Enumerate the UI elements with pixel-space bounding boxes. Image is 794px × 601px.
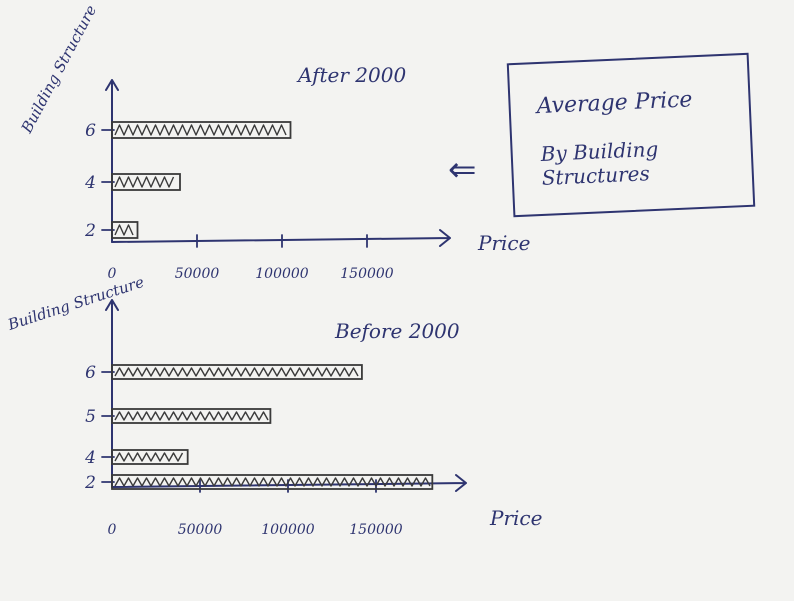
chart1-y-tick-label-4: 4 (84, 173, 96, 193)
chart2-bar-4 (111, 449, 189, 465)
chart2-bar-6 (111, 364, 363, 380)
legend-line-1: Average Price (536, 87, 693, 120)
chart2-x-tick-label-1: 50000 (178, 522, 223, 538)
chart1-bar-hatch-4 (114, 176, 175, 188)
chart2-x-axis-label: Price (489, 506, 542, 530)
chart2-title: Before 2000 (334, 319, 460, 343)
chart1-bar-6 (111, 121, 292, 139)
chart1-title: After 2000 (296, 63, 406, 87)
chart2-bar-hatch-5 (114, 411, 269, 421)
chart2-y-axis-label: Building Structure (5, 273, 147, 334)
chart2-x-tick-label-2: 100000 (261, 522, 315, 538)
chart1-bar-4 (111, 173, 181, 191)
chart2-x-tick-label-3: 150000 (349, 522, 403, 538)
chart1-bar-hatch-2 (114, 224, 134, 236)
chart1-bar-hatch-6 (114, 124, 287, 136)
chart1-bar-2 (111, 221, 139, 239)
chart2-y-tick-label-5: 5 (85, 407, 96, 427)
chart1-x-axis (111, 229, 451, 247)
chart1-y-tick-label-2: 2 (84, 221, 96, 241)
chart1-x-tick-label-1: 50000 (175, 266, 220, 282)
chart2-bar-2 (111, 474, 434, 490)
chart1-x-tick-label-2: 100000 (255, 266, 309, 282)
chart2-y-tick-label-2: 2 (84, 473, 96, 493)
legend-line-2: By Building Structures (540, 136, 659, 190)
chart2-bar-hatch-4 (114, 452, 184, 462)
chart2-x-tick-label-0: 0 (108, 522, 117, 538)
chart1-y-axis-label: Building Structure (17, 2, 100, 137)
chart1-y-tick-label-6: 6 (85, 121, 96, 141)
chart1-y-axis (105, 79, 119, 243)
chart2-bar-5 (111, 408, 272, 424)
chart1-x-tick-label-0: 0 (108, 266, 117, 282)
chart1-x-axis-label: Price (477, 231, 530, 255)
chart2-bar-hatch-6 (114, 367, 359, 377)
chart2-x-axis (111, 474, 467, 492)
chart1-x-tick-label-3: 150000 (340, 266, 394, 282)
left-arrow-icon: ⇐ (448, 150, 477, 190)
chart2-bar-hatch-2 (114, 477, 431, 487)
legend-box: Average Price By Building Structures (506, 52, 756, 218)
chart2-y-tick-label-4: 4 (84, 448, 96, 468)
chart2-y-tick-label-6: 6 (85, 363, 96, 383)
